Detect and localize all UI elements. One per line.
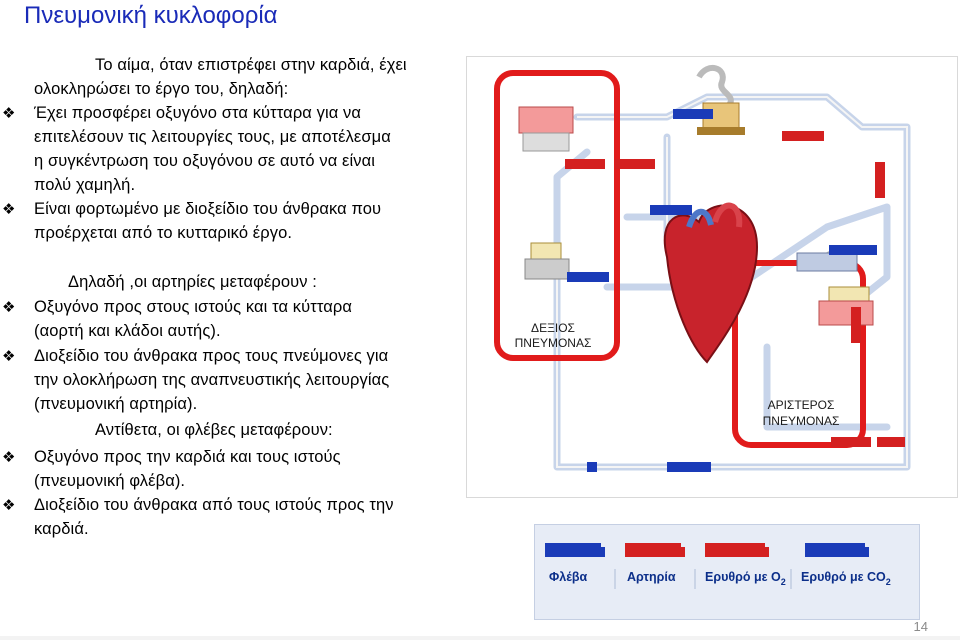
bullet4-line: την ολοκλήρωση της αναπνευστικής λειτουρ… [34, 371, 390, 389]
bullet2-line: Είναι φορτωμένο με διοξείδιο του άνθρακα… [34, 200, 382, 218]
tissue-factory-top [696, 65, 745, 135]
diamond-bullet-icon: ❖ [2, 448, 16, 466]
bullet1-line: επιτελέσουν τις λειτουργίες τους, με απο… [34, 128, 391, 146]
intro-line-2: ολοκληρώσει το έργο του, δηλαδή: [34, 80, 289, 98]
left-lung-factory [796, 248, 874, 326]
right-lung-factory [518, 106, 574, 280]
veins-heading: Αντίθετα, οι φλέβες μεταφέρουν: [95, 421, 333, 439]
bullet2-line: προέρχεται από το κυτταρικό έργο. [34, 224, 293, 242]
bullet6-line: καρδιά. [34, 520, 89, 538]
bullet4-line: Διοξείδιο του άνθρακα προς τους πνεύμονε… [34, 347, 389, 365]
legend-artery-label: Αρτηρία [627, 570, 676, 584]
right-lung-frame [494, 70, 620, 361]
legend-rbc-o2-truck [705, 543, 769, 557]
bullet1-line: πολύ χαμηλή. [34, 176, 136, 194]
bullet6-line: Διοξείδιο του άνθρακα από τους ιστούς πρ… [34, 496, 394, 514]
legend-illustration: Φλέβα Αρτηρία Ερυθρό με O2 Ερυθρό με CO2 [545, 543, 891, 589]
circulation-illustration: ΔΕΞΙΟΣ ΠΝΕΥΜΟΝΑΣ ΑΡΙΣΤΕΡΟΣ ΠΝΕΥΜΟΝΑΣ [494, 65, 911, 472]
diagram-legend: Φλέβα Αρτηρία Ερυθρό με O2 Ερυθρό με CO2 [534, 524, 920, 620]
heart-illustration [663, 202, 759, 364]
blue-trucks [567, 109, 877, 472]
diamond-bullet-icon: ❖ [2, 104, 16, 122]
legend-dividers [614, 569, 792, 589]
legend-vein-label: Φλέβα [549, 570, 587, 584]
bullet5-line: (πνευμονική φλέβα). [34, 472, 186, 490]
legend-vein-truck [545, 543, 605, 557]
left-lung-label-line2: ΠΝΕΥΜΟΝΑΣ [763, 414, 840, 428]
bullet3-line: Οξυγόνο προς στους ιστούς και τα κύτταρα [34, 298, 353, 316]
legend-rbc-co2-truck [805, 543, 869, 557]
right-lung-label-line2: ΠΝΕΥΜΟΝΑΣ [515, 336, 592, 350]
diamond-bullet-icon: ❖ [2, 200, 16, 218]
legend-artery-truck [625, 543, 685, 557]
left-lung-label-line1: ΑΡΙΣΤΕΡΟΣ [768, 398, 835, 412]
page-number: 14 [913, 619, 928, 634]
footer-rule [0, 636, 960, 640]
bullet4-line: (πνευμονική αρτηρία). [34, 395, 198, 413]
arteries-heading: Δηλαδή ,οι αρτηρίες μεταφέρουν : [68, 273, 317, 291]
right-lung-label-line1: ΔΕΞΙΟΣ [531, 321, 575, 335]
diamond-bullet-icon: ❖ [2, 347, 16, 365]
legend-rbc-co2-label: Ερυθρό με CO2 [801, 570, 891, 587]
intro-line-1: Το αίμα, όταν επιστρέφει στην καρδιά, έχ… [95, 56, 407, 74]
diamond-bullet-icon: ❖ [2, 496, 16, 514]
page-title: Πνευμονική κυκλοφορία [24, 2, 278, 29]
red-trucks [565, 131, 905, 447]
diamond-bullet-icon: ❖ [2, 298, 16, 316]
circulation-diagram: ΔΕΞΙΟΣ ΠΝΕΥΜΟΝΑΣ ΑΡΙΣΤΕΡΟΣ ΠΝΕΥΜΟΝΑΣ [466, 56, 958, 498]
bullet5-line: Οξυγόνο προς την καρδιά και τους ιστούς [34, 448, 341, 466]
bullet1-line: η συγκέντρωση του οξυγόνου σε αυτό να εί… [34, 152, 376, 170]
bullet1-line: Έχει προσφέρει οξυγόνο στα κύτταρα για ν… [34, 104, 362, 122]
legend-rbc-o2-label: Ερυθρό με O2 [705, 570, 786, 587]
bullet3-line: (αορτή και κλάδοι αυτής). [34, 322, 221, 340]
